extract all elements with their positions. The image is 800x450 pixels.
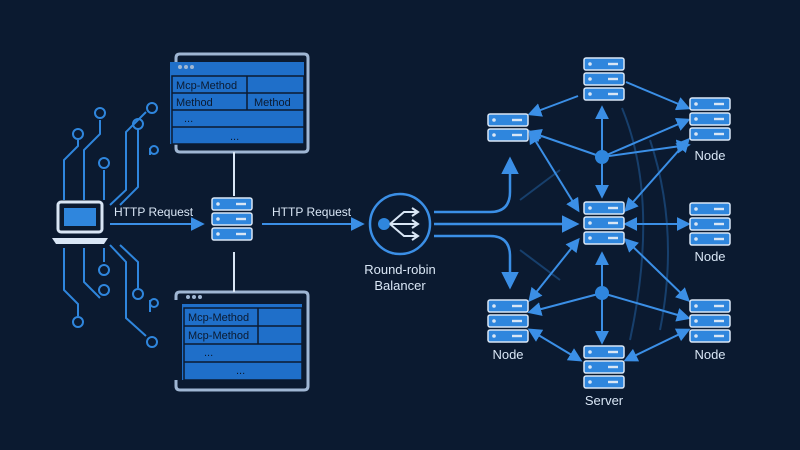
node-label-mid-right: Node — [694, 249, 725, 264]
server-stack-top-left — [487, 113, 529, 142]
hub-bottom — [595, 286, 609, 300]
balancer — [368, 192, 432, 256]
bottom-table-cell-3-0: ... — [236, 365, 245, 377]
mesh-hubs — [595, 150, 609, 300]
node-label-bottom-left: Node — [492, 347, 523, 362]
server-stack-bottom-right — [689, 299, 731, 343]
router-server-stack — [211, 197, 253, 241]
shuffle-arrows-icon — [378, 207, 420, 241]
balancer-fanout — [434, 156, 580, 290]
window-dots — [186, 295, 202, 299]
server-stack-bottom-left — [487, 299, 529, 343]
router-server-icon — [211, 197, 253, 241]
bottom-table-cell-1-0: Mcp-Method — [188, 330, 249, 342]
server-label: Server — [585, 393, 624, 408]
server-stack-bottom — [583, 345, 625, 389]
cluster-servers — [487, 57, 731, 389]
window-dots — [178, 65, 194, 69]
hub-top — [595, 150, 609, 164]
top-table-cell-0-0: Mcp-Method — [176, 80, 237, 92]
top-table-cell-2-0: ... — [184, 113, 193, 125]
balancer-circle — [368, 192, 432, 256]
balancer-label-line2: Balancer — [374, 278, 426, 293]
server-stack-center — [583, 201, 625, 245]
server-stack-mid-right — [689, 202, 731, 246]
edge-label-router-balancer: HTTP Request — [272, 205, 352, 219]
top-table-cell-3-0: ... — [230, 131, 239, 143]
top-table-cell-1-1: Method — [254, 97, 291, 109]
bottom-table-window: Mcp-Method Mcp-Method ... ... — [174, 290, 310, 392]
laptop-icon — [52, 200, 108, 244]
bottom-table-cell-2-0: ... — [204, 347, 213, 359]
node-label-top-right: Node — [694, 148, 725, 163]
mesh-faint-lines — [519, 107, 669, 341]
top-table-cell-1-0: Method — [176, 97, 213, 109]
balancer-label-line1: Round-robin — [364, 262, 436, 277]
server-stack-top-right — [689, 97, 731, 141]
server-stack-top — [583, 57, 625, 101]
node-label-bottom-right: Node — [694, 347, 725, 362]
edge-label-client-router: HTTP Request — [114, 205, 194, 219]
bottom-table-cell-0-0: Mcp-Method — [188, 312, 249, 324]
top-table-window: Mcp-Method Method Method ... ... — [170, 52, 310, 154]
circuit-traces — [63, 102, 159, 348]
mesh-connections — [527, 81, 691, 362]
